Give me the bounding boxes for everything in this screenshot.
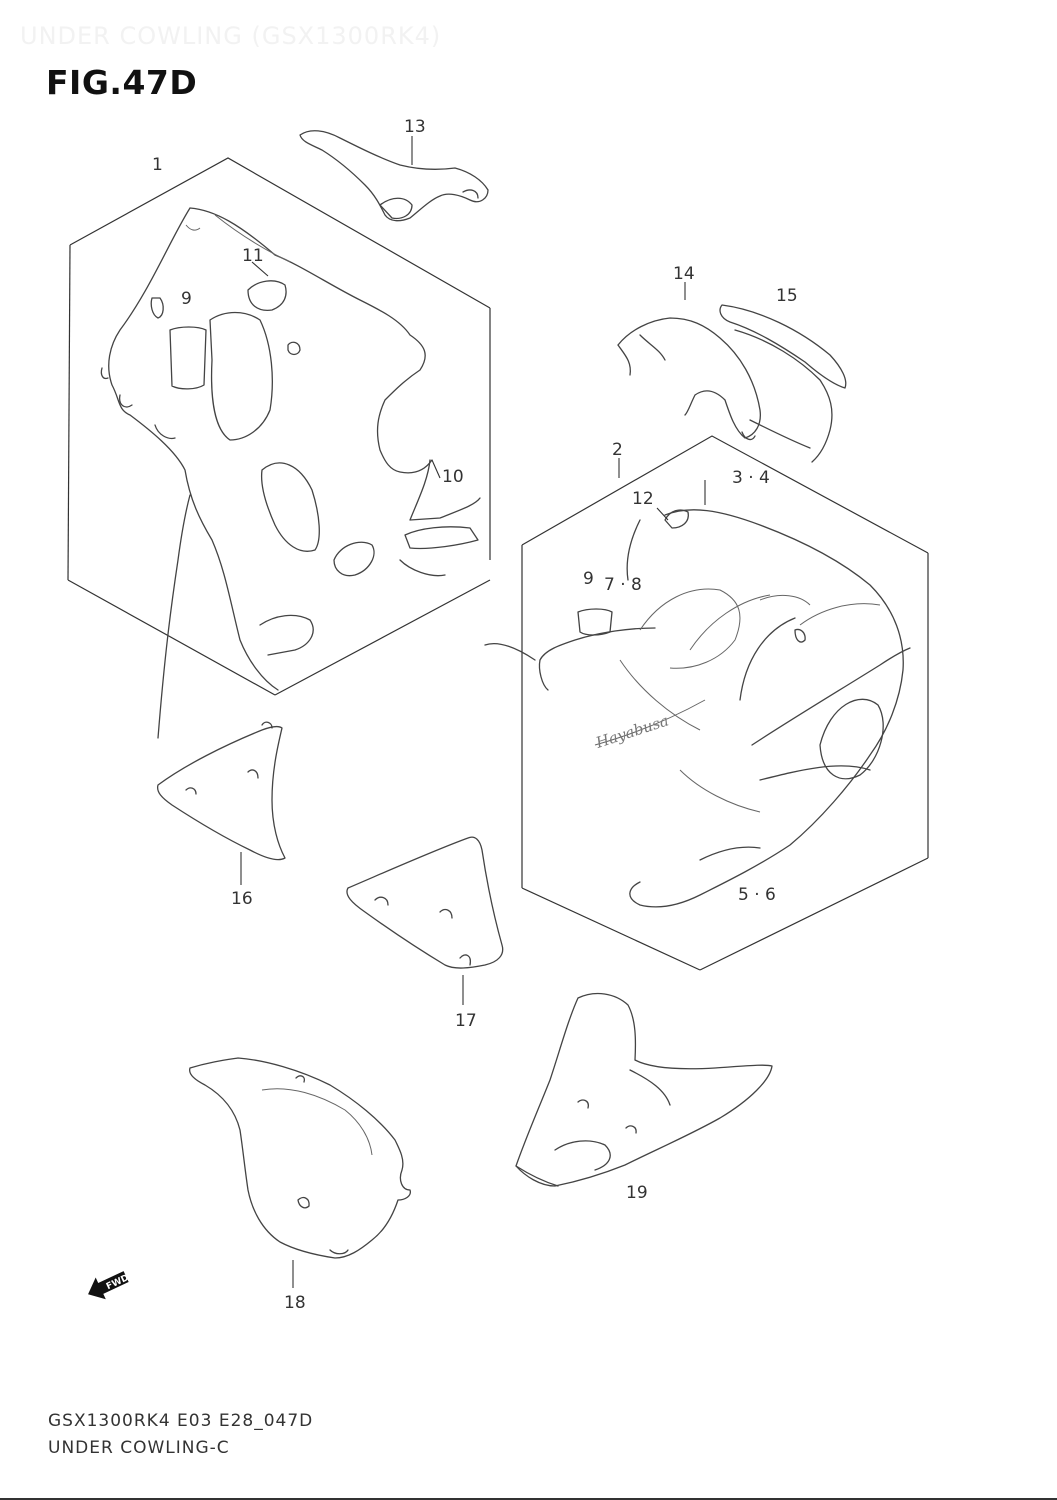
assembly-box-1 [67, 157, 491, 696]
callout-9-right: 9 [583, 569, 594, 589]
callout-1: 1 [152, 155, 163, 175]
callout-labels: 1 2 3 · 4 5 · 6 7 · 8 9 9 10 11 12 13 14… [152, 117, 798, 1313]
figure-title: FIG.47D [46, 63, 198, 102]
callout-15: 15 [776, 286, 798, 306]
bracket-part-13 [299, 130, 489, 222]
callout-5-6: 5 · 6 [738, 885, 776, 905]
under-cover-part-18 [189, 1057, 411, 1259]
cover-part-14 [617, 317, 761, 441]
callout-2: 2 [612, 440, 623, 460]
footer-figure-name: UNDER COWLING-C [48, 1438, 230, 1458]
assembly-box-2 [521, 435, 929, 971]
leader-lines [240, 136, 706, 1288]
callout-17: 17 [455, 1011, 477, 1031]
hayabusa-decal-text: Hayabusa [593, 711, 671, 752]
fwd-arrow-icon [88, 1271, 129, 1300]
callout-11: 11 [242, 246, 264, 266]
footer-figure-code: GSX1300RK4 E03 E28_047D [48, 1411, 314, 1431]
callout-3-4: 3 · 4 [732, 468, 770, 488]
callout-13: 13 [404, 117, 426, 137]
trim-part-15 [719, 304, 847, 463]
panel-part-16 [156, 721, 286, 861]
callout-10: 10 [442, 467, 464, 487]
callout-16: 16 [231, 889, 253, 909]
callout-12: 12 [632, 489, 654, 509]
faint-header-title: UNDER COWLING (GSX1300RK4) [20, 22, 442, 50]
callout-14: 14 [673, 264, 695, 284]
belly-pan-part-19 [515, 992, 773, 1187]
panel-part-17 [346, 836, 504, 969]
callout-9-left: 9 [181, 289, 192, 309]
page-bottom-border [0, 1498, 1057, 1500]
under-cowling-left-part [100, 207, 481, 739]
callout-18: 18 [284, 1293, 306, 1313]
fwd-direction-badge: FWD [88, 1271, 130, 1300]
under-cowling-right-part: Hayabusa [484, 509, 911, 908]
callout-19: 19 [626, 1183, 648, 1203]
callout-7-8: 7 · 8 [604, 575, 642, 595]
